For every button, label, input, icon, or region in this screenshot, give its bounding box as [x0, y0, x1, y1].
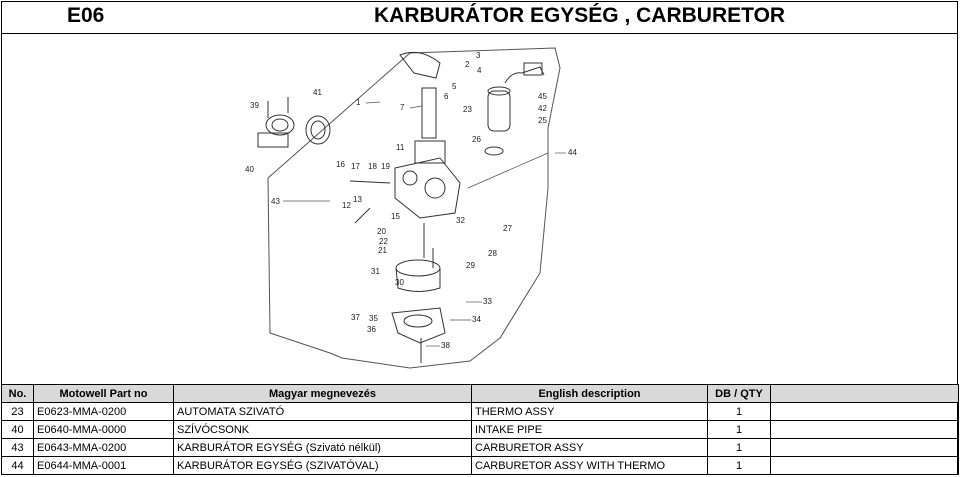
callout-23: 23 — [463, 105, 472, 114]
callout-18: 18 — [368, 162, 377, 171]
leader-lines — [283, 101, 566, 347]
thermo-drawing — [484, 62, 545, 156]
callout-29: 29 — [466, 261, 475, 270]
callout-44: 44 — [568, 148, 577, 157]
cell-hungarian: AUTOMATA SZIVATÓ — [173, 402, 472, 421]
section-code: E06 — [67, 4, 105, 27]
callout-11: 11 — [396, 143, 405, 152]
intake-pipe-drawing — [257, 97, 331, 148]
cell-part-no: E0640-MMA-0000 — [33, 420, 174, 439]
col-header-part-no: Motowell Part no — [33, 384, 174, 403]
header-divider — [1, 33, 958, 34]
cell-english: THERMO ASSY — [471, 402, 708, 421]
callout-33: 33 — [483, 297, 492, 306]
callout-37: 37 — [351, 313, 360, 322]
callout-12: 12 — [342, 201, 351, 210]
callout-6: 6 — [444, 92, 449, 101]
cell-blank — [770, 456, 959, 475]
cell-qty: 1 — [707, 438, 771, 457]
cell-english: CARBURETOR ASSY — [471, 438, 708, 457]
callout-35: 35 — [369, 314, 378, 323]
callout-42: 42 — [538, 104, 547, 113]
cell-part-no: E0643-MMA-0200 — [33, 438, 174, 457]
callout-38: 38 — [441, 341, 450, 350]
cell-part-no: E0623-MMA-0200 — [33, 402, 174, 421]
callout-32: 32 — [456, 216, 465, 225]
callout-21: 21 — [378, 246, 387, 255]
cell-no: 23 — [1, 402, 34, 421]
callout-40: 40 — [245, 165, 254, 174]
cell-qty: 1 — [707, 402, 771, 421]
cell-no: 43 — [1, 438, 34, 457]
callout-36: 36 — [367, 325, 376, 334]
callout-labels: 1 2 3 4 5 6 7 11 12 13 15 16 17 18 19 20… — [245, 51, 577, 350]
cell-hungarian: KARBURÁTOR EGYSÉG (SZIVATÓVAL) — [173, 456, 472, 475]
cell-hungarian: KARBURÁTOR EGYSÉG (Szivató nélkül) — [173, 438, 472, 457]
callout-45: 45 — [538, 92, 547, 101]
callout-27: 27 — [503, 224, 512, 233]
callout-28: 28 — [488, 249, 497, 258]
col-header-english: English description — [471, 384, 708, 403]
cell-part-no: E0644-MMA-0001 — [33, 456, 174, 475]
assembly-outline — [267, 47, 561, 369]
cell-blank — [770, 402, 959, 421]
cell-no: 44 — [1, 456, 34, 475]
cell-qty: 1 — [707, 420, 771, 439]
callout-4: 4 — [477, 66, 482, 75]
callout-15: 15 — [391, 212, 400, 221]
callout-22: 22 — [379, 237, 388, 246]
cell-no: 40 — [1, 420, 34, 439]
callout-1: 1 — [356, 98, 361, 107]
callout-31: 31 — [371, 267, 380, 276]
callout-20: 20 — [377, 227, 386, 236]
cell-hungarian: SZÍVÓCSONK — [173, 420, 472, 439]
callout-25: 25 — [538, 116, 547, 125]
carburetor-body-drawing — [349, 51, 461, 363]
callout-7: 7 — [400, 103, 405, 112]
callout-5: 5 — [452, 82, 457, 91]
callout-2: 2 — [465, 60, 470, 69]
col-header-hungarian: Magyar megnevezés — [173, 384, 472, 403]
parts-table: No. Motowell Part no Magyar megnevezés E… — [1, 384, 959, 475]
cell-english: CARBURETOR ASSY WITH THERMO — [471, 456, 708, 475]
callout-13: 13 — [353, 195, 362, 204]
callout-43: 43 — [271, 197, 280, 206]
table-row: 23 E0623-MMA-0200 AUTOMATA SZIVATÓ THERM… — [1, 402, 959, 421]
table-row: 44 E0644-MMA-0001 KARBURÁTOR EGYSÉG (SZI… — [1, 456, 959, 475]
table-row: 40 E0640-MMA-0000 SZÍVÓCSONK INTAKE PIPE… — [1, 420, 959, 439]
exploded-parts-diagram: 1 2 3 4 5 6 7 11 12 13 15 16 17 18 19 20… — [245, 47, 577, 369]
cell-blank — [770, 438, 959, 457]
table-row: 43 E0643-MMA-0200 KARBURÁTOR EGYSÉG (Szi… — [1, 438, 959, 457]
callout-41: 41 — [313, 88, 322, 97]
cell-blank — [770, 420, 959, 439]
callout-34: 34 — [472, 315, 481, 324]
callout-30: 30 — [395, 278, 404, 287]
callout-16: 16 — [336, 160, 345, 169]
callout-39: 39 — [250, 101, 259, 110]
cell-qty: 1 — [707, 456, 771, 475]
col-header-blank — [770, 384, 959, 403]
callout-26: 26 — [472, 135, 481, 144]
page-header: E06 KARBURÁTOR EGYSÉG , CARBURETOR — [1, 1, 958, 33]
page-title: KARBURÁTOR EGYSÉG , CARBURETOR — [374, 4, 786, 27]
cell-english: INTAKE PIPE — [471, 420, 708, 439]
col-header-qty: DB / QTY — [707, 384, 771, 403]
callout-3: 3 — [476, 51, 481, 60]
table-header-row: No. Motowell Part no Magyar megnevezés E… — [1, 384, 959, 403]
callout-19: 19 — [381, 162, 390, 171]
col-header-no: No. — [1, 384, 34, 403]
callout-17: 17 — [351, 162, 360, 171]
